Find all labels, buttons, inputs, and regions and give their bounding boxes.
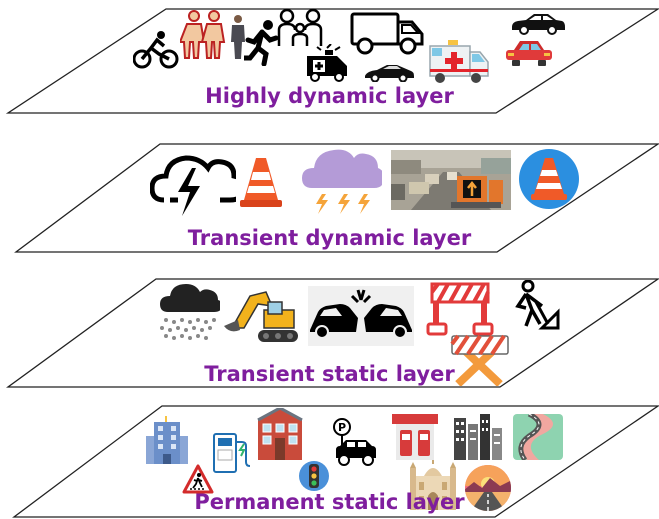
ambulance-vehicle-icon <box>429 40 489 83</box>
traffic-cone-icon <box>240 158 282 207</box>
layer-title: Transient static layer <box>204 362 455 386</box>
apartment-building-icon <box>257 408 303 460</box>
excavator-icon <box>224 291 298 342</box>
family-icon <box>277 8 323 46</box>
layer-transient-dynamic: Transient dynamic layer <box>0 140 659 260</box>
layer-title: Transient dynamic layer <box>187 226 472 250</box>
city-skyline-icon <box>454 414 502 460</box>
pedestrians-icon <box>180 10 226 59</box>
roadwork-photo <box>391 150 511 210</box>
layer-permanent-static: P <box>0 404 659 519</box>
gas-station-icon <box>392 414 438 460</box>
sports-car-icon <box>365 65 414 82</box>
cone-circle-icon <box>519 149 579 209</box>
sedan-icon <box>512 14 565 35</box>
red-car-icon <box>506 41 552 66</box>
charging-station-icon <box>213 433 251 473</box>
running-person-icon <box>244 20 278 66</box>
ambulance-icon <box>307 44 347 82</box>
car-crash-icon <box>308 286 414 346</box>
road-barrier-icon <box>426 282 494 336</box>
delivery-truck-icon <box>350 12 424 55</box>
svg-text:P: P <box>338 421 346 434</box>
layer-highly-dynamic: Highly dynamic layer <box>0 0 659 120</box>
parking-car-icon: P <box>333 418 376 466</box>
businessman-icon <box>231 15 245 59</box>
roadblock-barrier-icon <box>450 334 509 386</box>
pedestrian-crossing-sign-icon <box>182 464 214 494</box>
layer-title: Permanent static layer <box>194 490 465 514</box>
office-building-icon <box>146 416 188 464</box>
layer-title: Highly dynamic layer <box>205 84 454 108</box>
hail-cloud-icon <box>160 284 220 340</box>
thunderstorm-icon <box>150 155 236 216</box>
traffic-light-icon <box>299 461 329 491</box>
cyclist-icon <box>133 31 179 69</box>
hail-storm-icon <box>302 149 382 214</box>
layer-transient-static: Transient static layer <box>0 276 659 392</box>
desert-road-icon <box>465 465 511 511</box>
mosque-building-icon <box>410 460 456 510</box>
winding-road-icon <box>513 414 563 460</box>
worker-digging-icon <box>515 280 560 330</box>
